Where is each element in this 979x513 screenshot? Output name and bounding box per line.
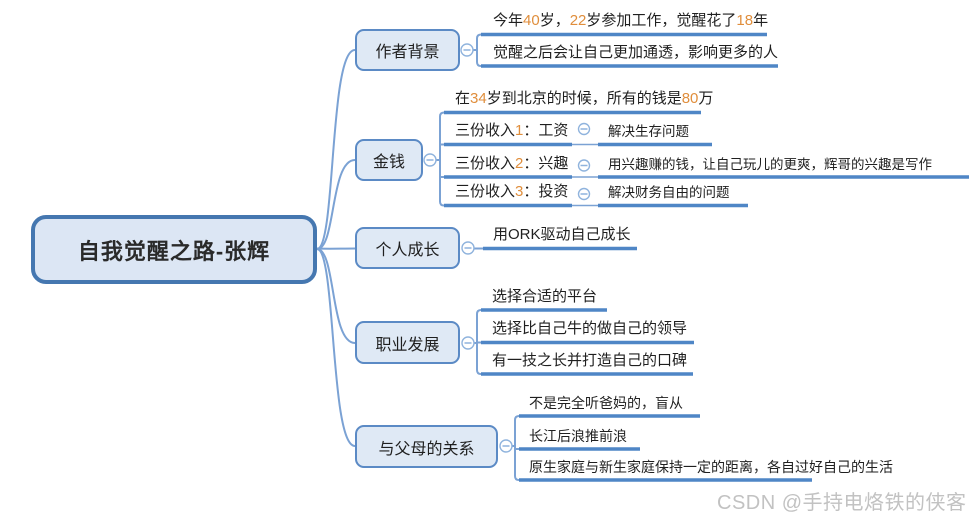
bracket-money	[434, 111, 445, 207]
topic-label: 职业发展	[375, 336, 440, 354]
subtopic-income-invest[interactable]: 三份收入3：投资	[455, 183, 569, 200]
subtopic-author-awakening[interactable]: 觉醒之后会让自己更加通透，影响更多的人	[493, 44, 779, 61]
topic-personal-growth[interactable]: 个人成长	[355, 227, 460, 269]
subtopic-parents-waves[interactable]: 长江后浪推前浪	[529, 428, 627, 444]
topic-author-background[interactable]: 作者背景	[355, 29, 460, 71]
subtopic-career-skill[interactable]: 有一技之长并打造自己的口碑	[492, 352, 688, 369]
topic-label: 作者背景	[375, 44, 440, 61]
root-topic-label: 自我觉醒之路-张辉	[77, 238, 271, 264]
subtopic-parents-obey[interactable]: 不是完全听爸妈的，盲从	[529, 395, 683, 411]
csdn-watermark: CSDN @手持电烙铁的侠客	[717, 492, 967, 513]
subtopic-income-salary[interactable]: 三份收入1：工资	[455, 122, 569, 139]
collapse-minus-icon[interactable]	[461, 241, 475, 255]
collapse-minus-icon[interactable]	[423, 153, 437, 167]
subtopic-author-age[interactable]: 今年40岁，22岁参加工作，觉醒花了18年	[493, 12, 769, 29]
subtopic-career-leader[interactable]: 选择比自己牛的做自己的领导	[492, 320, 688, 337]
row-connector-lines	[572, 143, 598, 207]
collapse-minus-icon[interactable]	[499, 439, 513, 453]
subtopic-career-platform[interactable]: 选择合适的平台	[492, 288, 598, 305]
topic-label: 金钱	[372, 154, 405, 171]
topic-label: 与父母的关系	[378, 440, 475, 458]
subtopic-income-invest-note[interactable]: 解决财务自由的问题	[608, 185, 730, 200]
collapse-minus-icon[interactable]	[577, 187, 591, 201]
subtopic-income-interest-note[interactable]: 用兴趣赚的钱，让自己玩儿的更爽，辉哥的兴趣是写作	[608, 157, 932, 172]
branch-curve-money	[316, 159, 356, 250]
topic-career-development[interactable]: 职业发展	[355, 321, 460, 364]
branch-curve-author	[316, 49, 356, 250]
collapse-minus-icon[interactable]	[460, 43, 474, 57]
bracket-author	[471, 33, 482, 67]
collapse-minus-icon[interactable]	[577, 122, 591, 136]
topic-parents-relationship[interactable]: 与父母的关系	[355, 425, 498, 468]
subtopic-parents-distance[interactable]: 原生家庭与新生家庭保持一定的距离，各自过好自己的生活	[529, 459, 893, 475]
root-topic[interactable]: 自我觉醒之路-张辉	[31, 215, 317, 284]
branch-curve-parents	[316, 248, 356, 447]
subtopic-money-beijing[interactable]: 在34岁到北京的时候，所有的钱是80万	[455, 90, 714, 107]
collapse-minus-icon[interactable]	[461, 336, 475, 350]
subtopic-income-interest[interactable]: 三份收入2：兴趣	[455, 155, 569, 172]
topic-label: 个人成长	[375, 242, 440, 259]
subtopic-income-salary-note[interactable]: 解决生存问题	[608, 124, 689, 139]
collapse-minus-icon[interactable]	[577, 159, 591, 172]
bracket-parents	[510, 415, 520, 481]
bracket-career	[472, 309, 482, 375]
subtopic-okr-growth[interactable]: 用ORK驱动自己成长	[493, 226, 631, 243]
branch-curve-career	[316, 248, 356, 344]
topic-money[interactable]: 金钱	[355, 139, 423, 181]
